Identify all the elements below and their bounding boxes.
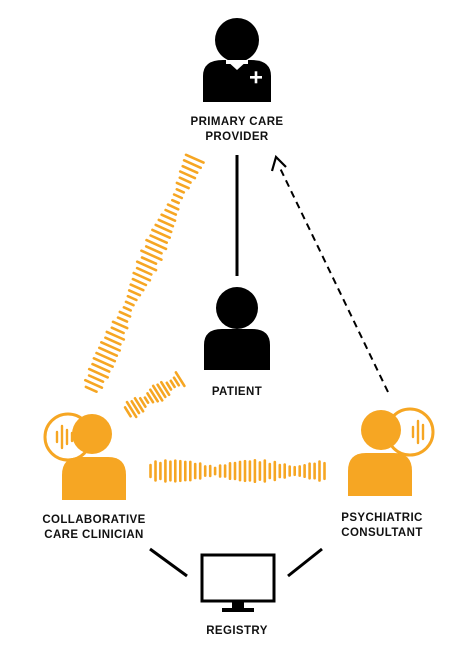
wave-bar: [149, 388, 159, 403]
wave-bar: [169, 379, 176, 389]
doctor-person-plus-icon: [203, 18, 271, 102]
label-patient: PATIENT: [187, 385, 287, 400]
wave-bar: [184, 153, 205, 164]
wave-bar: [160, 213, 177, 222]
label-line: CONSULTANT: [341, 527, 423, 539]
wave-bar: [143, 396, 150, 405]
label-line: PATIENT: [211, 386, 263, 398]
monitor-icon: [200, 553, 276, 612]
wave-bar: [131, 277, 148, 287]
label-line: PRIMARY CARE: [190, 116, 284, 128]
label-line: PROVIDER: [205, 131, 269, 143]
wave-bar: [91, 362, 111, 373]
dashed-arrow-consultant-to-pcp: [279, 167, 389, 393]
wave-bar: [118, 310, 132, 318]
wave-bar: [133, 396, 145, 413]
consultant-person-speaking-icon: [348, 407, 435, 496]
wave-bar: [178, 170, 197, 180]
wave-bar: [100, 340, 121, 352]
wave-bar: [149, 234, 168, 244]
wave-bar: [87, 374, 105, 384]
wave-bar: [125, 400, 138, 419]
wave-bar: [146, 392, 155, 404]
wave-bar: [165, 381, 173, 391]
label-line: PSYCHIATRIC: [341, 512, 423, 524]
wave-bar: [156, 383, 167, 399]
arrowhead-icon: [270, 154, 287, 172]
label-registry: REGISTRY: [187, 624, 287, 639]
wave-bar: [129, 283, 145, 292]
sound-wave-clinician-consultant: [149, 458, 326, 484]
wave-bar: [181, 164, 199, 174]
wave-bar: [151, 384, 164, 402]
wave-bar: [145, 238, 168, 251]
wave-bar: [122, 305, 132, 312]
wave-bar: [135, 260, 158, 272]
wave-bar: [178, 176, 192, 184]
wave-bar: [160, 380, 171, 397]
wave-bar: [171, 198, 180, 205]
sound-wave-clinician-patient: [123, 371, 186, 419]
wave-bar: [175, 181, 190, 190]
wave-bar: [166, 203, 180, 211]
wave-bar: [110, 326, 125, 335]
wave-bar: [87, 367, 109, 379]
wave-bar: [111, 320, 129, 330]
wave-bar: [144, 245, 163, 255]
wave-bar: [157, 218, 175, 228]
label-psychiatric-consultant: PSYCHIATRIC CONSULTANT: [320, 511, 444, 541]
wave-bar: [124, 300, 135, 307]
wave-bar: [175, 188, 186, 194]
wave-bar: [130, 399, 141, 415]
wave-bar: [104, 336, 122, 346]
wave-bar: [182, 159, 202, 170]
wave-bar: [135, 266, 153, 276]
wave-bar: [95, 351, 117, 363]
label-line: COLLABORATIVE: [42, 514, 146, 526]
clinician-person-speaking-icon: [43, 412, 126, 500]
wave-bar: [98, 346, 119, 358]
wave-bar: [164, 208, 178, 216]
label-primary-care-provider: PRIMARY CARE PROVIDER: [177, 115, 297, 145]
wave-bar: [172, 193, 184, 200]
wave-bar: [126, 294, 138, 302]
wave-bar: [140, 249, 163, 262]
wave-bar: [172, 376, 181, 387]
label-line: REGISTRY: [206, 625, 268, 637]
wave-bar: [127, 289, 142, 297]
sound-wave-clinician-pcp: [84, 153, 205, 394]
wave-bar: [116, 316, 129, 323]
connector-clinician-registry: [149, 547, 188, 578]
wave-bar: [151, 228, 171, 239]
wave-bar: [138, 396, 147, 409]
label-line: CARE CLINICIAN: [44, 529, 144, 541]
wave-bar: [84, 378, 104, 390]
wave-bar: [154, 223, 173, 234]
wave-bar: [132, 271, 152, 282]
wave-bar: [123, 406, 132, 418]
wave-bar: [105, 330, 126, 341]
wave-bar: [140, 256, 158, 266]
person-icon: [204, 287, 270, 370]
label-collaborative-care-clinician: COLLABORATIVE CARE CLINICIAN: [27, 513, 161, 543]
connector-consultant-registry: [287, 547, 323, 578]
wave-bar: [92, 356, 114, 369]
wave-bar: [84, 385, 98, 394]
wave-bar: [174, 371, 186, 388]
